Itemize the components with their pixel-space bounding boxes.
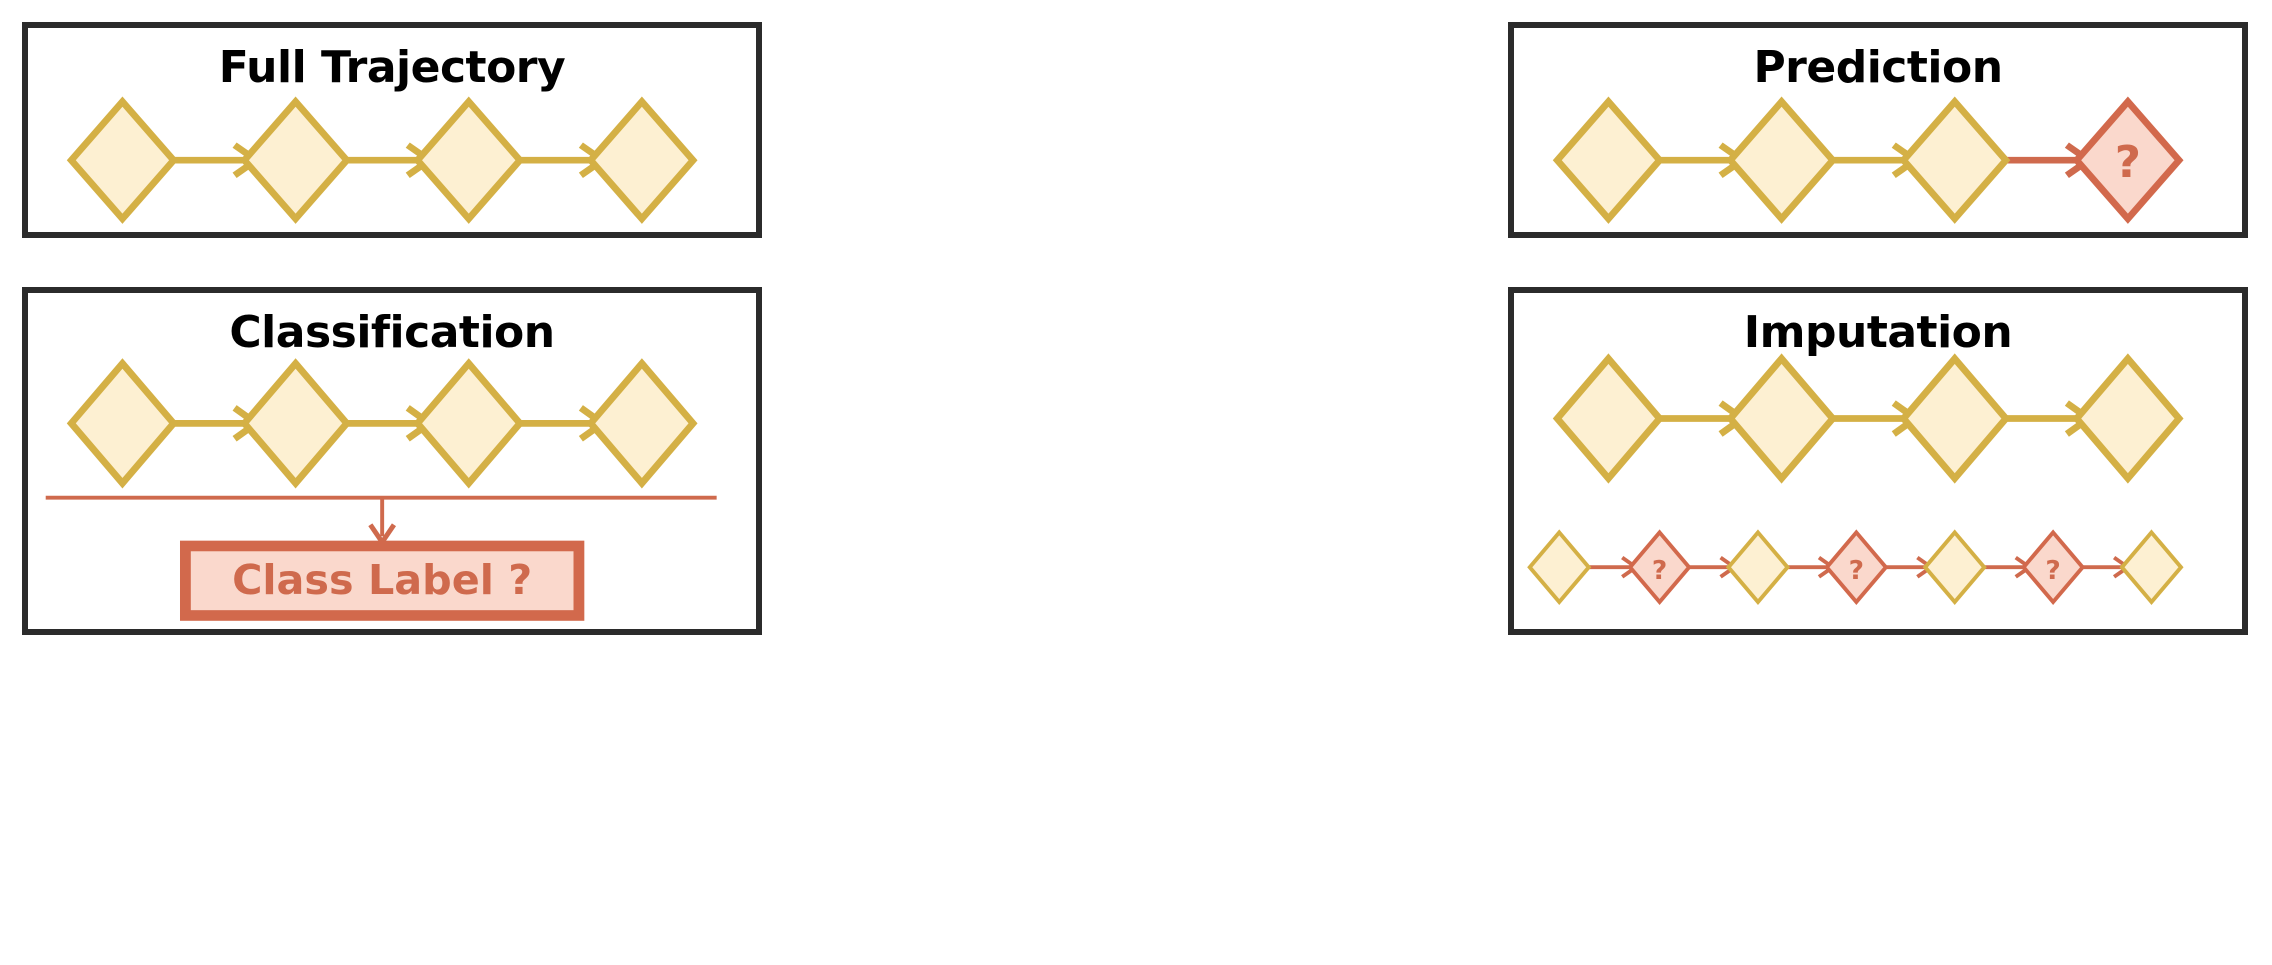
arrow-group xyxy=(165,405,609,442)
node-diamond-observed xyxy=(1552,353,1665,484)
imputation-diagram: ? ? ? xyxy=(1527,353,2184,605)
class-label-box: Class Label ? xyxy=(179,540,585,621)
arrow-group xyxy=(165,142,609,179)
node-diamond-observed-small xyxy=(1922,529,1987,605)
node-diamond-observed xyxy=(1725,96,1838,224)
panel-title-imputation: Imputation xyxy=(1743,307,2013,358)
class-label-box-rect xyxy=(179,540,585,621)
node-diamond-observed-small xyxy=(1725,529,1791,605)
node-diamond-observed xyxy=(66,96,179,224)
imputation-bottom-row: ? ? ? xyxy=(1527,529,2184,605)
node-diamond-observed xyxy=(2072,353,2184,484)
node-diamond-observed xyxy=(1899,353,2011,484)
arrow-group xyxy=(1651,142,2095,179)
prediction-diagram: ? xyxy=(1552,96,2184,224)
node-diamond-observed xyxy=(66,358,179,489)
panel-title-full-trajectory: Full Trajectory xyxy=(218,42,566,93)
node-diamond-missing-small xyxy=(1627,529,1692,605)
node-diamond-observed xyxy=(1899,96,2011,224)
node-diamond-missing xyxy=(2072,96,2184,224)
question-mark-label: ? xyxy=(2045,556,2060,586)
node-diamond-missing-small xyxy=(2021,529,2086,605)
node-diamond-observed xyxy=(586,358,698,489)
node-group xyxy=(66,96,698,224)
question-mark-label: ? xyxy=(2115,138,2141,188)
panel-prediction: Prediction ? xyxy=(1508,22,2248,238)
class-label-text: Class Label ? xyxy=(232,557,532,605)
node-diamond-observed xyxy=(239,358,352,489)
node-diamond-observed xyxy=(239,96,352,224)
node-diamond-missing-small xyxy=(1824,529,1889,605)
panel-full-trajectory: Full Trajectory xyxy=(22,22,762,238)
node-diamond-observed-small xyxy=(1527,529,1592,605)
full-trajectory-diagram xyxy=(66,96,698,224)
classification-connector xyxy=(45,495,717,547)
panel-classification: Classification xyxy=(22,287,762,635)
node-diamond-observed xyxy=(586,96,698,224)
panel-title-prediction: Prediction xyxy=(1753,42,2003,93)
classification-diagram: Class Label ? xyxy=(45,358,717,621)
node-group: ? xyxy=(1552,96,2184,224)
node-diamond-observed xyxy=(413,96,525,224)
imputation-top-row xyxy=(1552,353,2184,484)
question-mark-label: ? xyxy=(1849,556,1864,586)
node-diamond-observed xyxy=(1725,353,1838,484)
panel-imputation: Imputation xyxy=(1508,287,2248,635)
node-diamond-observed-small xyxy=(2119,529,2184,605)
question-mark-label: ? xyxy=(1652,556,1667,586)
node-diamond-observed xyxy=(1552,96,1665,224)
node-group xyxy=(66,358,698,489)
node-diamond-observed xyxy=(413,358,525,489)
panel-title-classification: Classification xyxy=(229,307,555,358)
